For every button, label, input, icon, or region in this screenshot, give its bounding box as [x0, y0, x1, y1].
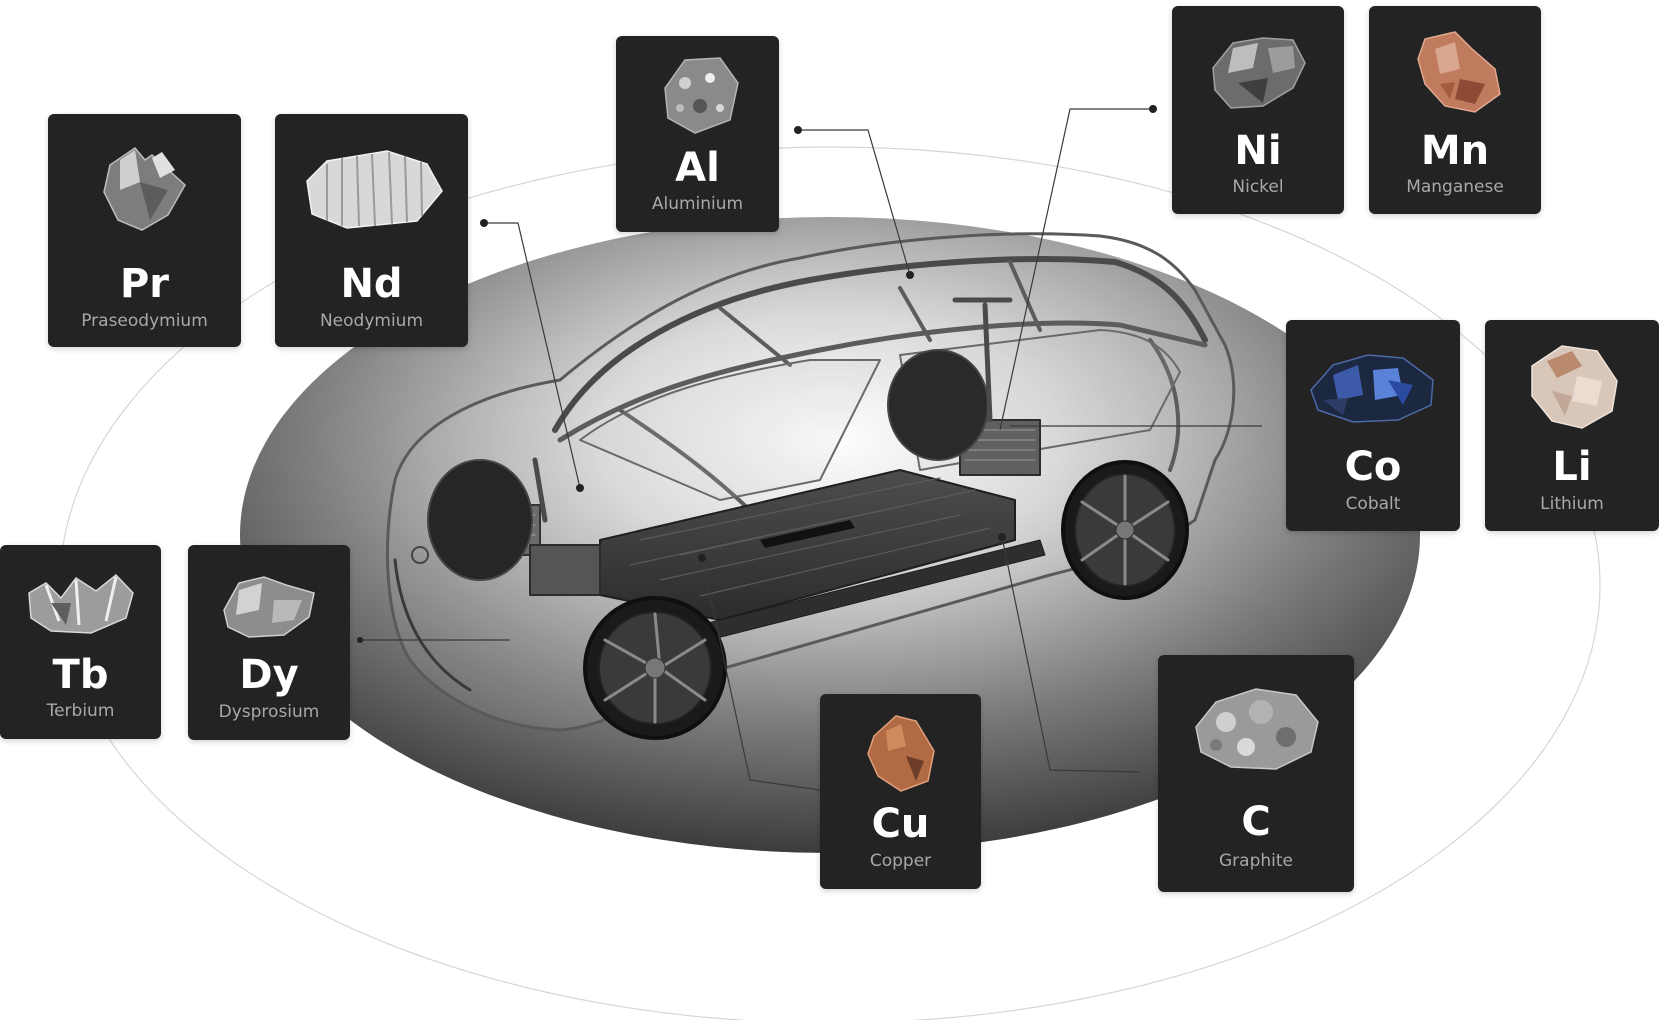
element-symbol: Tb: [52, 652, 109, 698]
cobalt-ore-icon: [1310, 354, 1434, 423]
element-card-lithium: Li Lithium: [1485, 320, 1659, 531]
element-name: Aluminium: [651, 194, 744, 214]
praseodymium-crystal-icon: [102, 146, 186, 231]
leader-cu: [701, 557, 821, 791]
element-symbol: Al: [675, 145, 720, 191]
element-name: Copper: [869, 851, 932, 871]
leader-al: [798, 129, 911, 276]
element-name: Graphite: [1219, 851, 1293, 871]
leader-nd: [484, 222, 581, 489]
leader-c: [1001, 536, 1141, 773]
element-symbol: Mn: [1420, 128, 1490, 174]
element-symbol: Nd: [340, 261, 403, 307]
leader-lines: [360, 108, 1262, 791]
element-name: Dysprosium: [218, 702, 320, 722]
element-card-cobalt: Co Cobalt: [1286, 320, 1460, 531]
element-name: Praseodymium: [81, 311, 208, 331]
leader-dots: [357, 105, 1157, 643]
element-card-copper: Cu Copper: [820, 694, 981, 889]
element-card-aluminium: Al Aluminium: [616, 36, 779, 232]
aluminium-ore-icon: [663, 57, 739, 134]
lithium-ore-icon: [1531, 345, 1618, 429]
dysprosium-crystal-icon: [223, 576, 315, 638]
element-card-dysprosium: Dy Dysprosium: [188, 545, 350, 740]
element-name: Terbium: [46, 701, 115, 721]
element-name: Lithium: [1540, 494, 1604, 514]
element-card-manganese: Mn Manganese: [1369, 6, 1541, 214]
element-card-neodymium: Nd Neodymium: [275, 114, 468, 347]
element-symbol: Li: [1552, 444, 1592, 490]
neodymium-crystal-icon: [305, 150, 443, 229]
copper-ore-icon: [866, 715, 935, 792]
graphite-ore-icon: [1195, 688, 1319, 770]
electric-car-cutaway-icon: [385, 232, 1236, 740]
manganese-ore-icon: [1417, 31, 1501, 113]
element-name: Cobalt: [1345, 494, 1401, 514]
nickel-ore-icon: [1212, 37, 1306, 109]
element-symbol: C: [1241, 799, 1271, 845]
element-card-terbium: Tb Terbium: [0, 545, 161, 739]
element-symbol: Cu: [871, 801, 930, 847]
terbium-crystal-icon: [27, 573, 134, 634]
element-name: Manganese: [1406, 177, 1504, 197]
element-name: Nickel: [1232, 177, 1284, 197]
element-symbol: Dy: [239, 652, 299, 698]
element-symbol: Ni: [1234, 128, 1282, 174]
element-card-praseodymium: Pr Praseodymium: [48, 114, 241, 347]
leader-ni: [999, 108, 1153, 431]
element-name: Neodymium: [319, 311, 424, 331]
element-card-graphite: C Graphite: [1158, 655, 1354, 892]
element-card-nickel: Ni Nickel: [1172, 6, 1344, 214]
element-symbol: Pr: [119, 261, 170, 307]
element-symbol: Co: [1344, 444, 1402, 490]
